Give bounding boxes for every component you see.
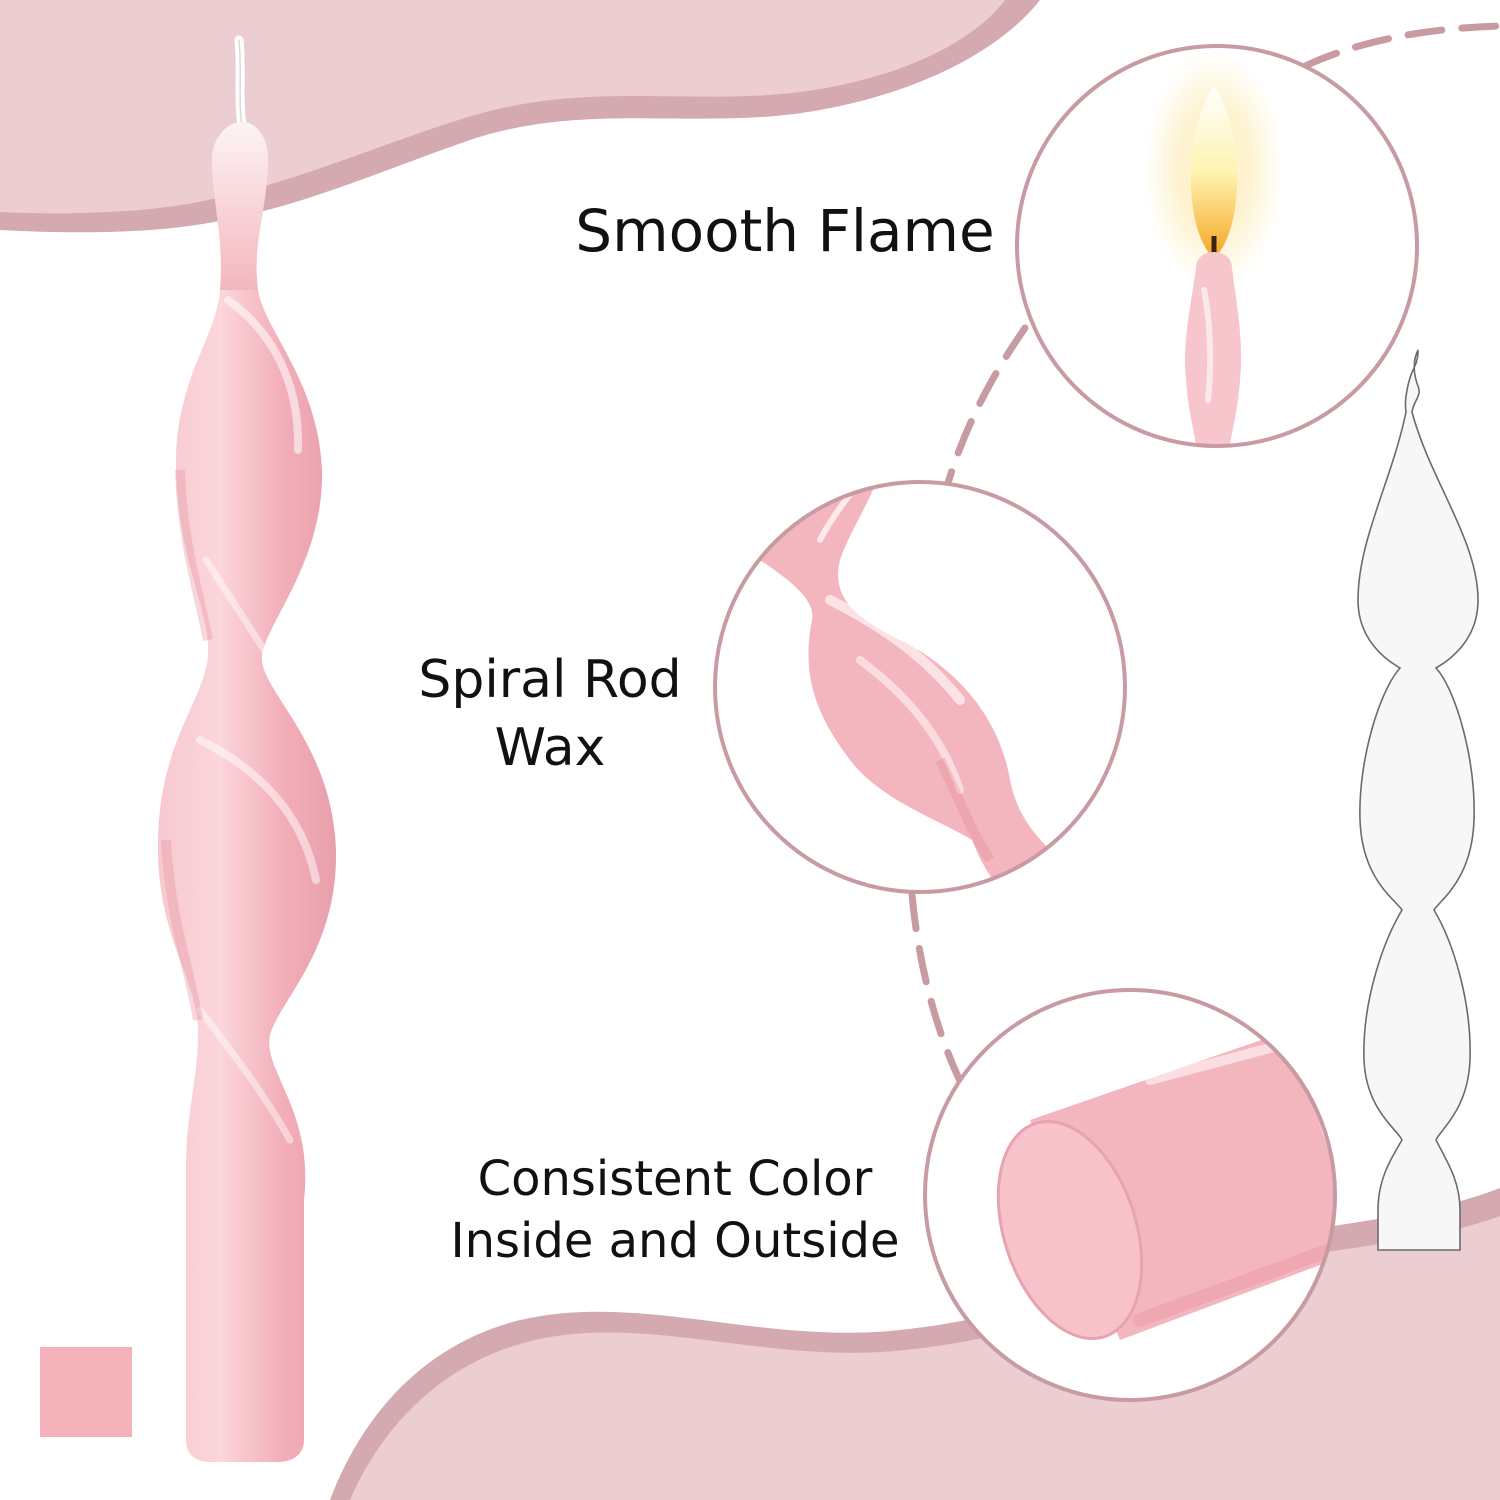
spiral-detail-circle <box>713 480 1127 894</box>
feature-label-line: Inside and Outside <box>450 1213 900 1269</box>
feature-label-line: Spiral Rod <box>418 650 682 710</box>
feature-label-line: Smooth Flame <box>575 197 995 265</box>
feature-label-consistent-color: Consistent Color Inside and Outside <box>420 1148 930 1272</box>
feature-label-line: Consistent Color <box>477 1151 873 1207</box>
flame-detail-circle <box>1015 44 1419 448</box>
color-swatch <box>40 1347 132 1437</box>
flame-icon <box>1190 86 1238 258</box>
base-detail-circle <box>923 988 1337 1402</box>
feature-label-smooth-flame: Smooth Flame <box>560 196 1010 266</box>
spiral-candle <box>157 35 337 1462</box>
feature-label-line: Wax <box>494 718 606 778</box>
feature-label-spiral-rod-wax: Spiral Rod Wax <box>390 646 710 782</box>
candle-outline-icon <box>1357 349 1479 1251</box>
